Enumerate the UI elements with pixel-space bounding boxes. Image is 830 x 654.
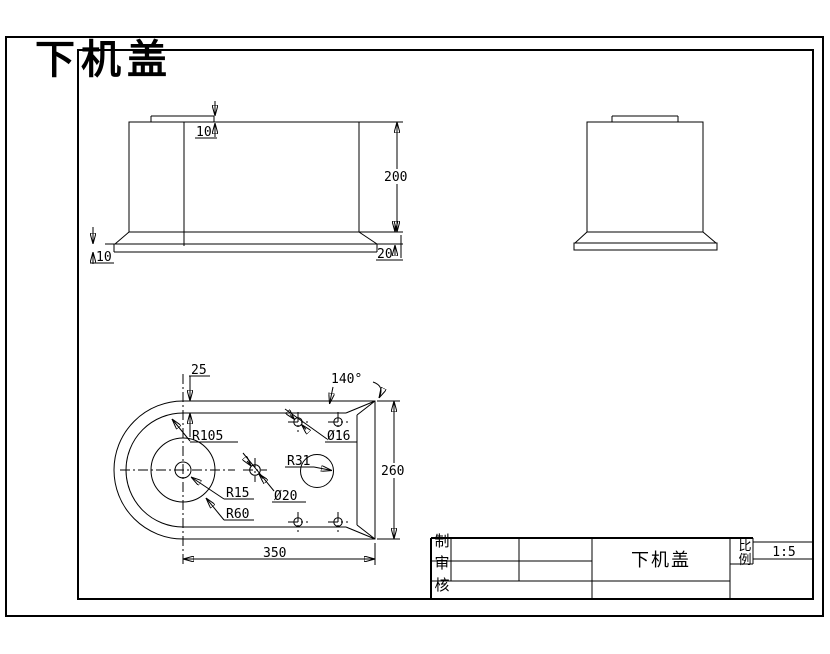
dim-front-body-height: 200 — [384, 170, 407, 185]
titleblock-scale-value: 1:5 — [772, 545, 795, 560]
titleblock-label-drawn: 制 — [434, 532, 449, 550]
dim-plan-corner-angle: 140° — [331, 372, 362, 387]
dim-plan-wall-offset: 25 — [191, 363, 207, 378]
boss-circle-r31 — [300, 454, 334, 488]
dim-plan-width: 260 — [381, 464, 404, 479]
dim-plan-inner-arc: R105 — [192, 429, 223, 444]
side-view — [573, 115, 718, 251]
front-body — [128, 121, 360, 233]
inner-frame — [77, 49, 814, 600]
dim-front-flange-thickness: 20 — [377, 247, 393, 262]
dim-front-lip-height: 10 — [196, 125, 212, 140]
plan-centerlines — [120, 374, 348, 566]
titleblock-scale-label-2: 例 — [738, 553, 751, 568]
front-view — [113, 115, 378, 253]
plan-outer-contour — [113, 400, 376, 540]
titleblock-label-reviewed: 审 — [434, 554, 449, 572]
dim-plan-length: 350 — [263, 546, 286, 561]
dim-plan-corner-hole: Ø16 — [327, 429, 350, 444]
dim-plan-boss-circle: R31 — [287, 454, 310, 469]
titleblock-scale-label-1: 比 — [738, 539, 751, 554]
front-view-dimensions: 10 200 20 10 — [90, 101, 407, 265]
border-frames — [5, 36, 824, 617]
drawing-title: 下机盖 — [35, 37, 173, 83]
titleblock-label-checked: 核 — [434, 576, 449, 594]
dim-plan-mid-hole: Ø20 — [274, 489, 297, 504]
dim-plan-center-hole: R15 — [226, 486, 249, 501]
dim-plan-hub-circle: R60 — [226, 507, 249, 522]
titleblock-part-name: 下机盖 — [631, 550, 691, 571]
plan-view-dimensions: 25 R105 Ø16 R31 R15 R60 Ø20 140° — [172, 363, 404, 565]
dim-front-rim-height: 10 — [96, 250, 112, 265]
side-body — [586, 121, 704, 233]
title-block: 制 审 核 下机盖 比 例 1:5 — [430, 532, 813, 599]
outer-border — [5, 36, 824, 617]
